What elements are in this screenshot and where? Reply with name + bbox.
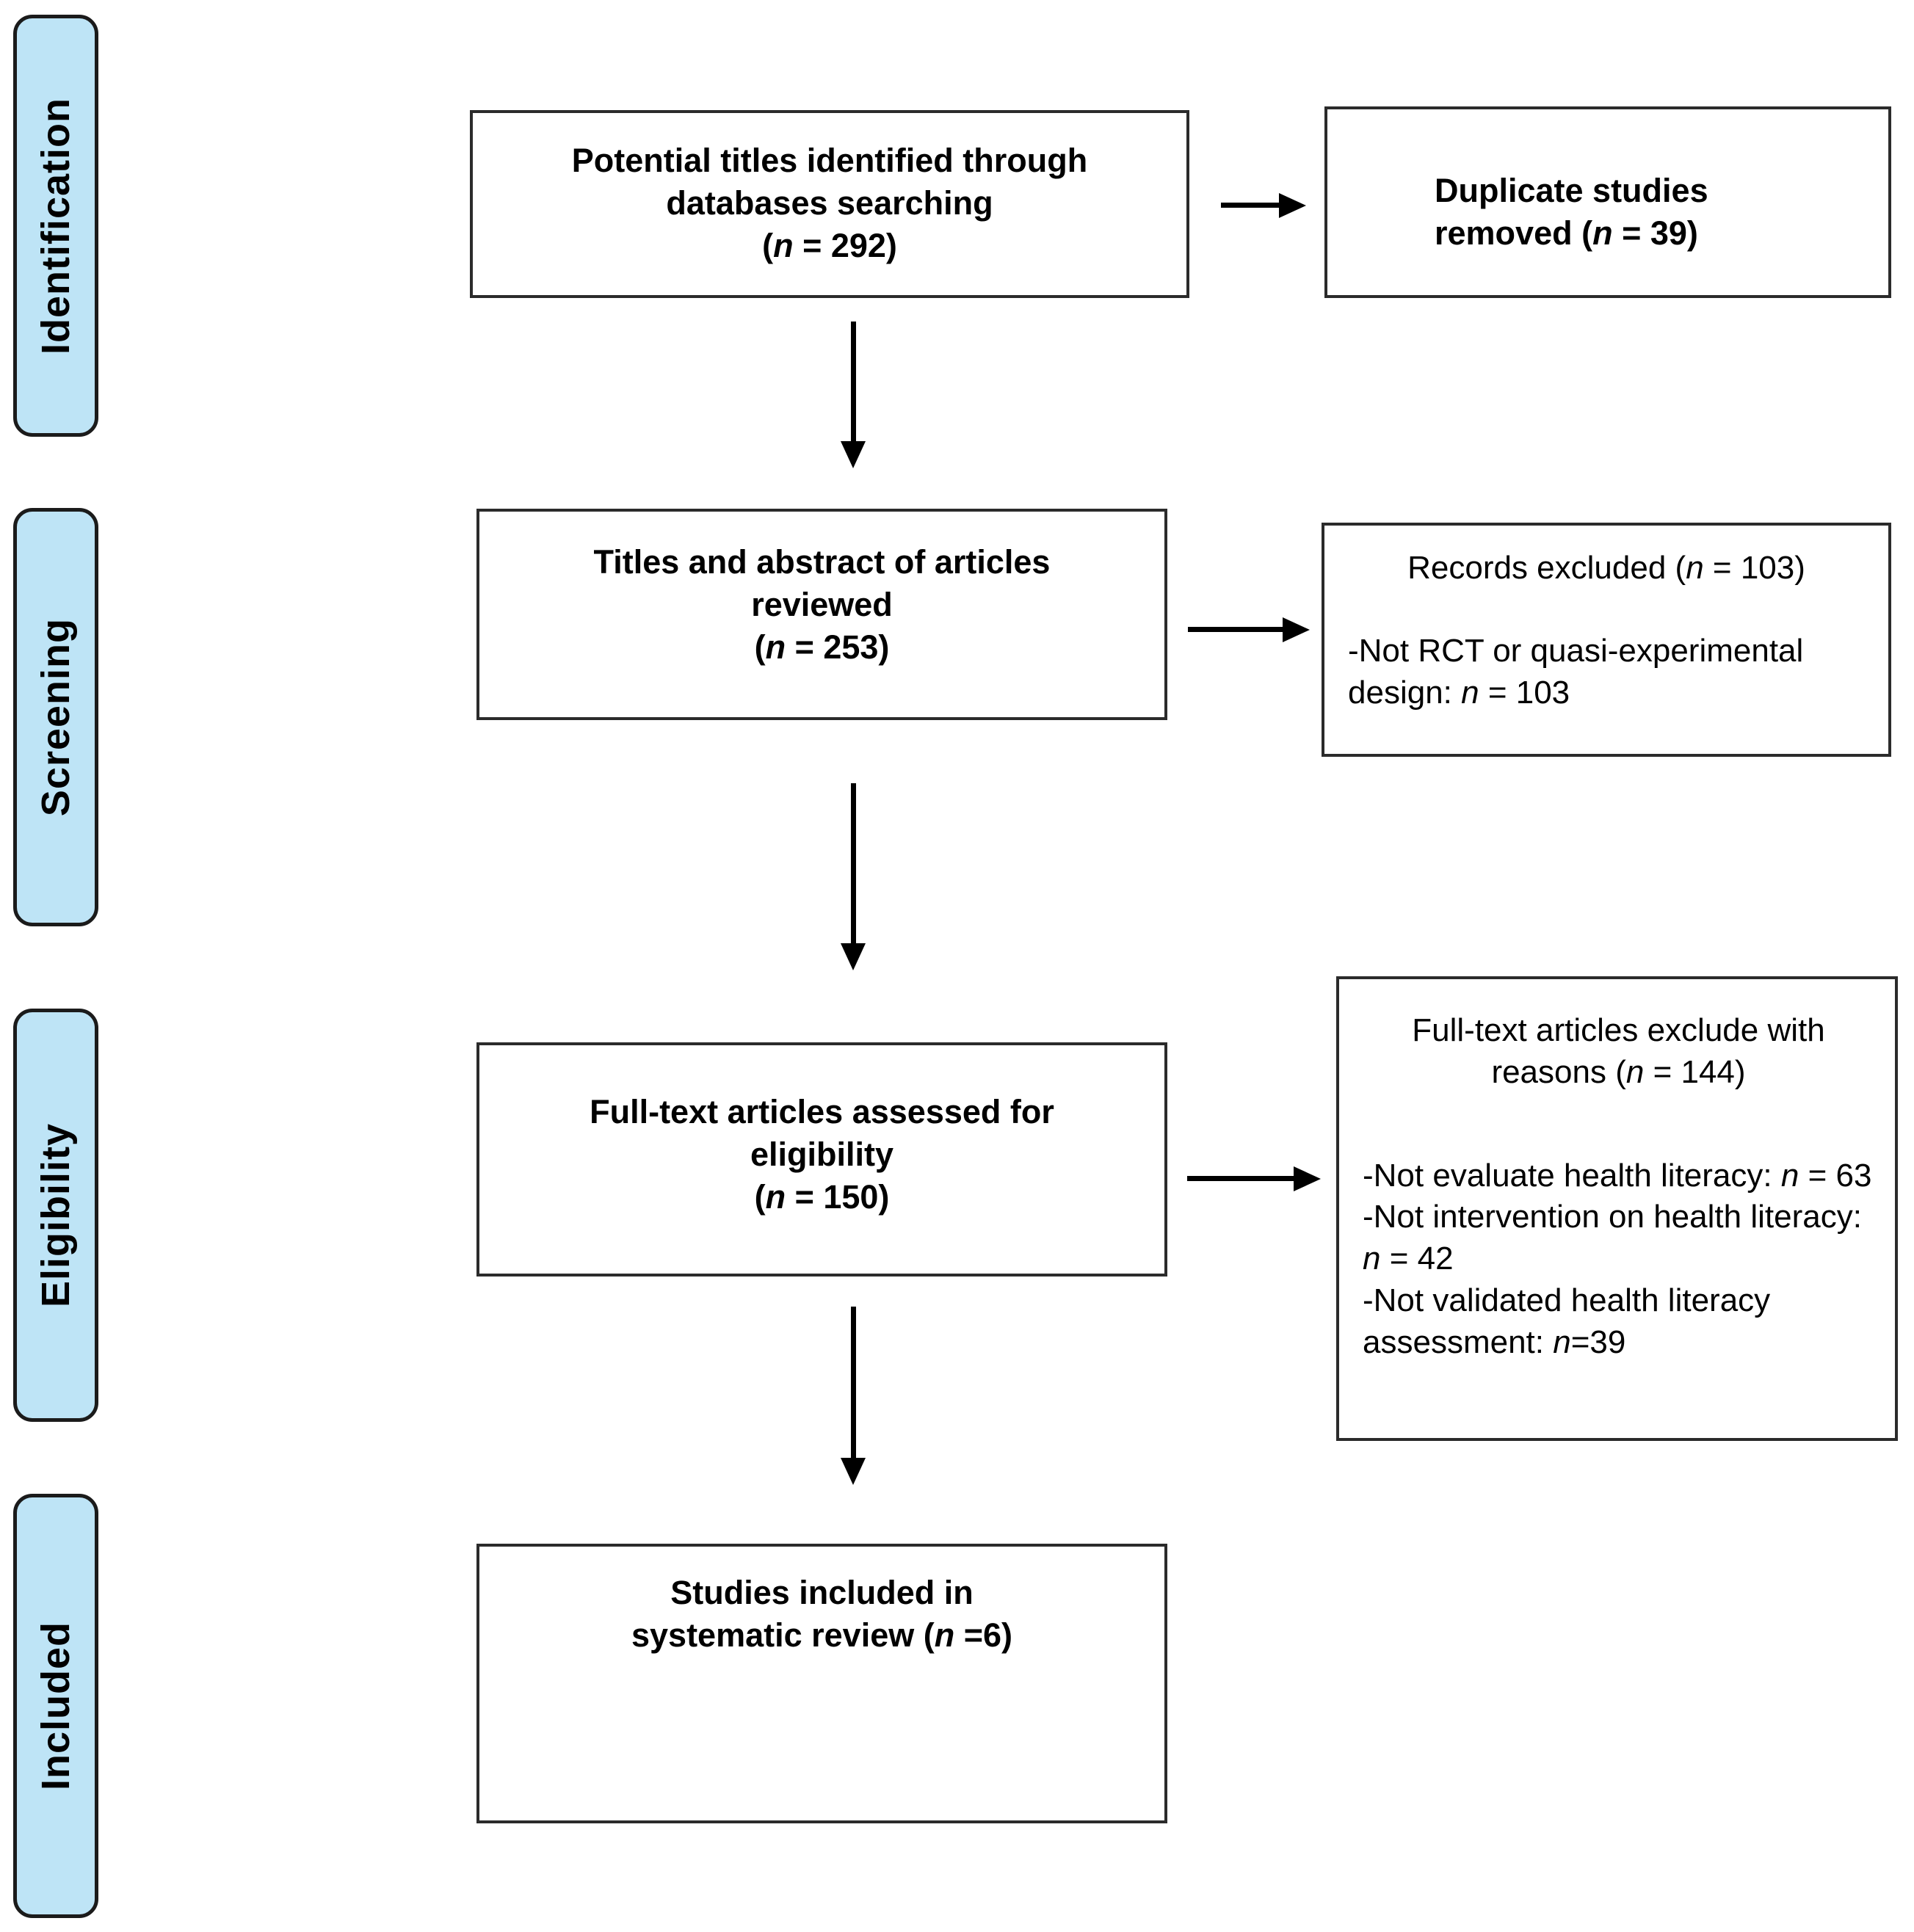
box-titles-abstracts-reviewed: Titles and abstract of articles reviewed…: [476, 509, 1167, 720]
stage-label-text: Identification: [34, 97, 78, 355]
box-text-line: removed (n = 39): [1435, 214, 1698, 253]
stage-label-text: Screening: [34, 617, 78, 817]
box-text-line: Full-text articles assessed for: [590, 1093, 1054, 1130]
box-fulltext-assessed: Full-text articles assessed for eligibil…: [476, 1042, 1167, 1276]
stage-label-text: Included: [34, 1621, 78, 1790]
arrow-fulltext-to-excluded: [1187, 1176, 1296, 1181]
stage-label-eligibility: Eligibility: [13, 1009, 98, 1422]
arrowhead-right-icon: [1283, 617, 1310, 642]
box-text-line: systematic review (n =6): [631, 1616, 1013, 1655]
stage-label-included: Included: [13, 1494, 98, 1918]
box-text-line: (n = 253): [754, 628, 890, 667]
arrowhead-down-icon: [841, 1458, 866, 1485]
box-fulltext-excluded: Full-text articles exclude with reasons …: [1336, 976, 1898, 1441]
box-title-line: reasons (n = 144): [1491, 1053, 1746, 1090]
arrowhead-right-icon: [1279, 193, 1306, 218]
box-duplicates-removed: Duplicate studies removed (n = 39): [1324, 106, 1891, 298]
box-text-line: (n = 292): [762, 227, 897, 265]
box-records-excluded: Records excluded (n = 103) -Not RCT or q…: [1322, 523, 1891, 757]
arrow-screened-to-excluded: [1188, 627, 1285, 632]
box-text-line: Duplicate studies: [1435, 172, 1708, 209]
box-title: Records excluded (n = 103): [1407, 550, 1805, 586]
arrowhead-down-icon: [841, 441, 866, 468]
exclusion-reasons: -Not evaluate health literacy: n = 63 -N…: [1363, 1155, 1874, 1364]
arrowhead-down-icon: [841, 943, 866, 970]
box-titles-identified: Potential titles identified through data…: [470, 110, 1189, 298]
box-text-line: databases searching: [666, 184, 993, 222]
box-text-line: (n = 150): [754, 1178, 890, 1216]
box-title-line: Full-text articles exclude with: [1412, 1012, 1825, 1048]
exclusion-reasons: -Not RCT or quasi-experimental design: n…: [1348, 631, 1865, 714]
box-text-line: Titles and abstract of articles: [593, 543, 1051, 581]
arrow-screened-to-fulltext: [851, 783, 856, 945]
exclusion-reason: -Not validated health literacy assessmen…: [1363, 1282, 1780, 1360]
box-text-line: Studies included in: [670, 1574, 974, 1611]
box-text-line: Potential titles identified through: [571, 142, 1088, 179]
stage-label-screening: Screening: [13, 508, 98, 926]
box-text-line: reviewed: [751, 586, 893, 624]
exclusion-reason: -Not RCT or quasi-experimental design: n…: [1348, 632, 1813, 711]
arrowhead-right-icon: [1294, 1166, 1321, 1191]
stage-label-text: Eligibility: [34, 1122, 78, 1308]
box-text-line: eligibility: [750, 1136, 894, 1174]
arrow-fulltext-to-included: [851, 1307, 856, 1459]
exclusion-reason: -Not intervention on health literacy: n …: [1363, 1199, 1871, 1276]
arrow-identified-to-screened: [851, 322, 856, 443]
stage-label-identification: Identification: [13, 15, 98, 437]
arrow-identified-to-duplicates: [1221, 203, 1281, 208]
exclusion-reason: -Not evaluate health literacy: n = 63: [1363, 1157, 1872, 1194]
box-studies-included: Studies included in systematic review (n…: [476, 1544, 1167, 1823]
